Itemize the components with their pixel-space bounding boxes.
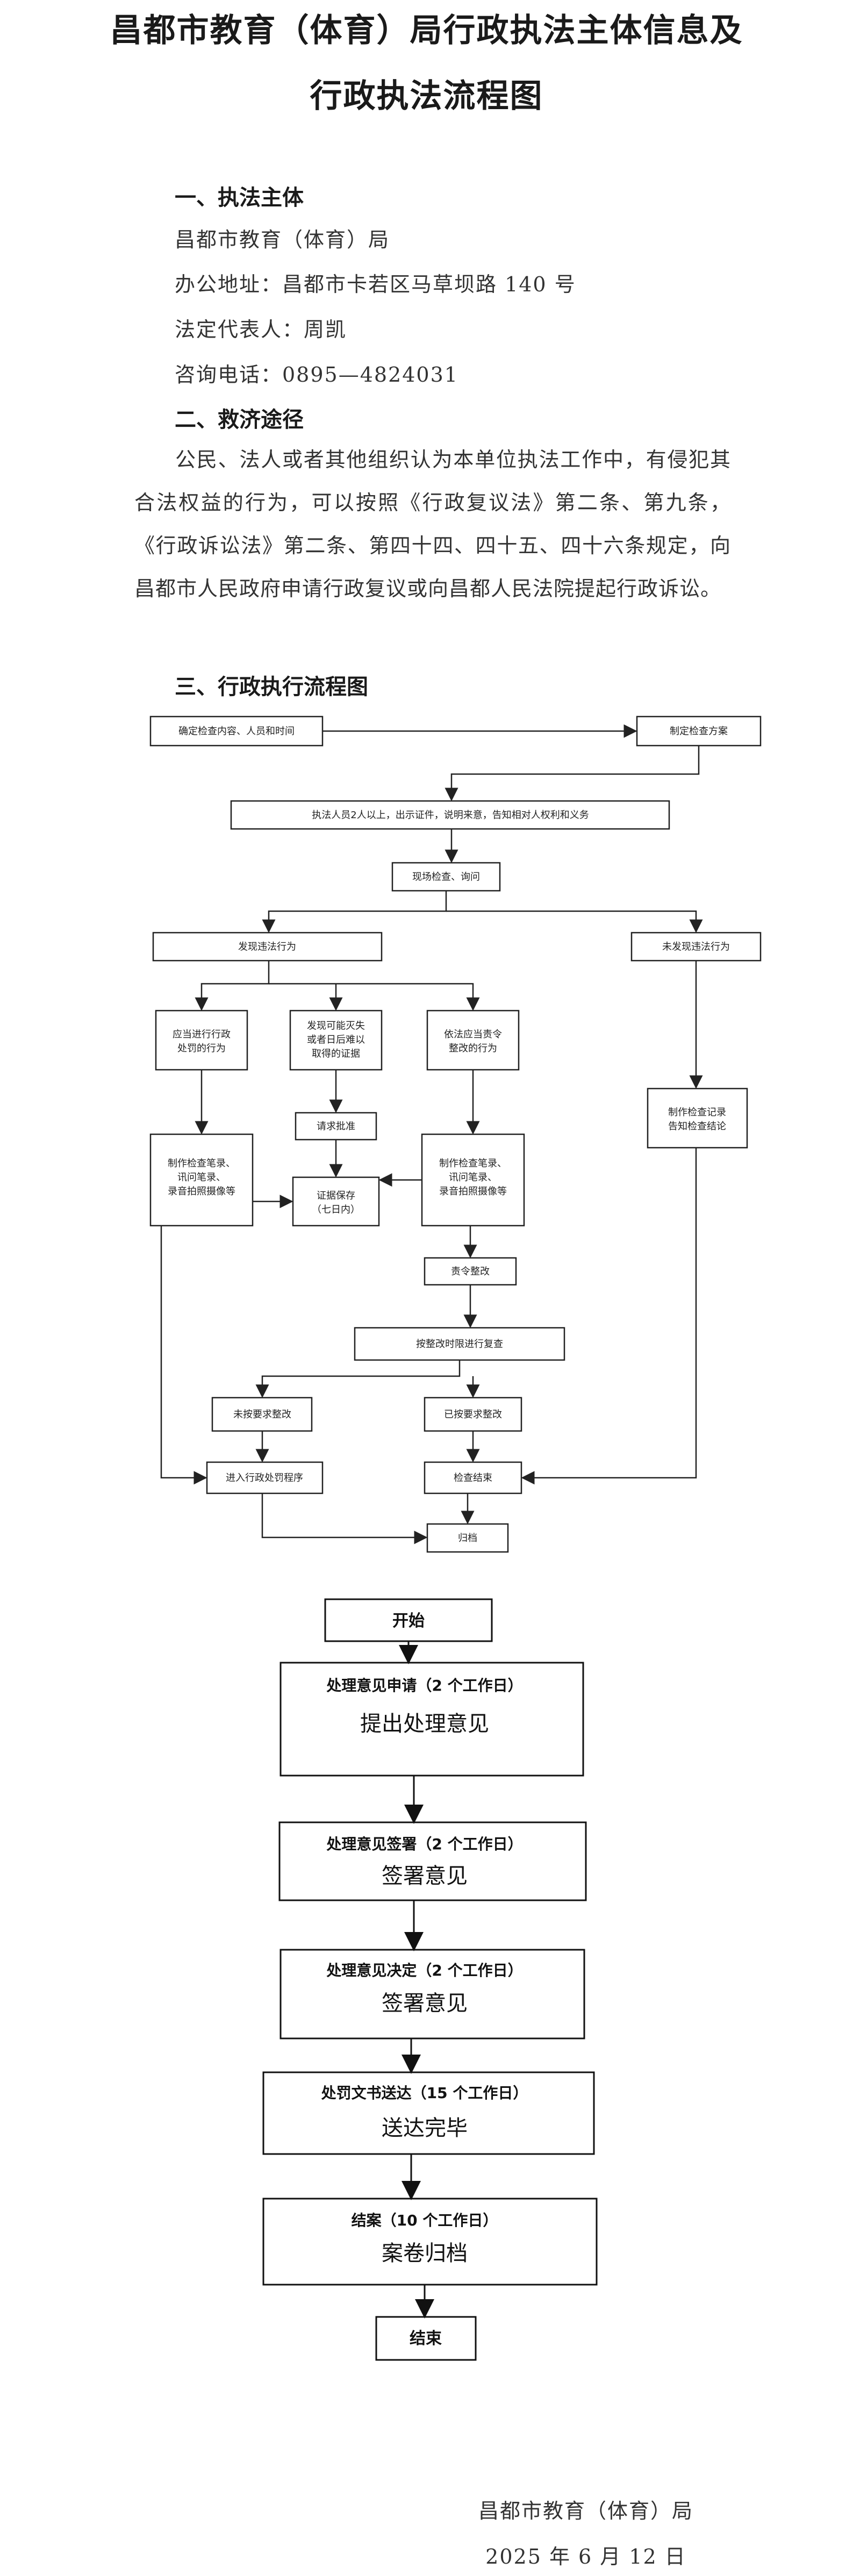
label-penalty-2: 处罚的行为 bbox=[177, 1043, 226, 1054]
label-not-rectified: 未按要求整改 bbox=[233, 1409, 291, 1420]
section-heading-remedy: 二、救济途径 bbox=[175, 407, 304, 432]
label-step2-body: 签署意见 bbox=[382, 1864, 468, 1888]
label-end-check: 检查结束 bbox=[454, 1472, 492, 1484]
label-step5-title: 结案（10 个工作日） bbox=[352, 2212, 498, 2229]
box-approve bbox=[295, 1112, 377, 1141]
box-end-check bbox=[424, 1461, 522, 1494]
label-order-2: 整改的行为 bbox=[449, 1043, 497, 1054]
label-notes-right-3: 录音拍照摄像等 bbox=[439, 1186, 507, 1197]
inspection-flowchart: 确定检查内容、人员和时间 制定检查方案 执法人员2人以上，出示证件，说明来意，告… bbox=[149, 715, 762, 1553]
label-determine: 确定检查内容、人员和时间 bbox=[178, 726, 295, 737]
label-evidence-1: 发现可能灭失 bbox=[307, 1020, 365, 1032]
box-procedure bbox=[206, 1461, 324, 1494]
label-rectified: 已按要求整改 bbox=[444, 1409, 502, 1420]
box-penalty bbox=[155, 1010, 248, 1071]
box-end bbox=[375, 2316, 477, 2361]
label-rectify: 责令整改 bbox=[451, 1266, 490, 1277]
box-found bbox=[152, 932, 383, 962]
label-order-1: 依法应当责令 bbox=[444, 1029, 502, 1040]
box-step5 bbox=[262, 2198, 598, 2286]
box-review bbox=[354, 1327, 565, 1361]
box-not-found bbox=[630, 932, 762, 962]
label-approve: 请求批准 bbox=[317, 1121, 355, 1132]
label-step4-body: 送达完毕 bbox=[382, 2116, 468, 2141]
label-record-2: 告知检查结论 bbox=[668, 1121, 726, 1132]
label-notes-left-2: 讯问笔录、 bbox=[177, 1172, 226, 1183]
box-step3 bbox=[279, 1949, 585, 2040]
label-step4-title: 处罚文书送达（15 个工作日） bbox=[321, 2084, 528, 2102]
section-heading-subject: 一、执法主体 bbox=[175, 185, 304, 210]
box-step2 bbox=[278, 1821, 587, 1901]
label-found: 发现违法行为 bbox=[238, 941, 296, 953]
legal-representative: 法定代表人：周凯 bbox=[175, 318, 347, 341]
box-plan bbox=[636, 715, 762, 747]
label-archive: 归档 bbox=[458, 1533, 477, 1544]
box-rectify bbox=[424, 1257, 517, 1286]
agency-name: 昌都市教育（体育）局 bbox=[175, 228, 390, 252]
box-order bbox=[426, 1010, 520, 1071]
box-preserve bbox=[292, 1176, 380, 1227]
label-penalty-1: 应当进行行政 bbox=[173, 1029, 231, 1040]
box-notes-left bbox=[149, 1133, 254, 1227]
label-not-found: 未发现违法行为 bbox=[662, 941, 730, 953]
label-evidence-3: 取得的证据 bbox=[312, 1048, 360, 1060]
box-record bbox=[647, 1087, 748, 1149]
page-title-line1: 昌都市教育（体育）局行政执法主体信息及 bbox=[110, 12, 743, 49]
label-start: 开始 bbox=[392, 1612, 425, 1630]
signature-agency: 昌都市教育（体育）局 bbox=[478, 2499, 693, 2523]
box-step1 bbox=[279, 1662, 584, 1777]
label-review: 按整改时限进行复查 bbox=[416, 1339, 503, 1350]
label-step1-title: 处理意见申请（2 个工作日） bbox=[326, 1677, 522, 1694]
label-notes-left-1: 制作检查笔录、 bbox=[168, 1158, 235, 1169]
label-record-1: 制作检查记录 bbox=[668, 1107, 726, 1118]
label-notes-right-2: 讯问笔录、 bbox=[449, 1172, 497, 1183]
box-start bbox=[324, 1598, 493, 1642]
label-end: 结束 bbox=[410, 2329, 442, 2348]
label-step1-body: 提出处理意见 bbox=[360, 1712, 489, 1736]
label-step3-body: 签署意见 bbox=[382, 1991, 468, 2016]
box-determine bbox=[149, 715, 324, 747]
label-step5-body: 案卷归档 bbox=[382, 2241, 468, 2266]
handling-flowchart: 开始 处理意见申请（2 个工作日） 提出处理意见 处理意见签署（2 个工作日） … bbox=[262, 1598, 598, 2361]
box-step4 bbox=[262, 2071, 595, 2155]
label-show-id: 执法人员2人以上，出示证件，说明来意，告知相对人权利和义务 bbox=[312, 810, 589, 821]
page-title-line2: 行政执法流程图 bbox=[310, 77, 543, 115]
label-step2-title: 处理意见签署（2 个工作日） bbox=[326, 1835, 522, 1853]
section-heading-flowchart: 三、行政执行流程图 bbox=[175, 675, 368, 699]
label-preserve-1: 证据保存 bbox=[317, 1190, 355, 1201]
label-inspect: 现场检查、询问 bbox=[412, 871, 480, 883]
contact-phone: 咨询电话：0895—4824031 bbox=[175, 363, 458, 387]
office-address: 办公地址：昌都市卡若区马草坝路 140 号 bbox=[175, 273, 576, 296]
label-preserve-2: （七日内） bbox=[312, 1204, 360, 1215]
label-notes-left-3: 录音拍照摄像等 bbox=[168, 1186, 235, 1197]
label-plan: 制定检查方案 bbox=[670, 726, 728, 737]
label-procedure: 进入行政处罚程序 bbox=[226, 1472, 303, 1484]
box-inspect bbox=[391, 862, 501, 892]
label-notes-right-1: 制作检查笔录、 bbox=[439, 1158, 507, 1169]
label-step3-title: 处理意见决定（2 个工作日） bbox=[326, 1962, 522, 1979]
remedy-paragraph: 公民、法人或者其他组织认为本单位执法工作中，有侵犯其合法权益的行为，可以按照《行… bbox=[134, 448, 731, 600]
signature-date: 2025 年 6 月 12 日 bbox=[485, 2545, 686, 2568]
box-notes-right bbox=[421, 1133, 525, 1227]
label-evidence-2: 或者日后难以 bbox=[307, 1034, 365, 1046]
